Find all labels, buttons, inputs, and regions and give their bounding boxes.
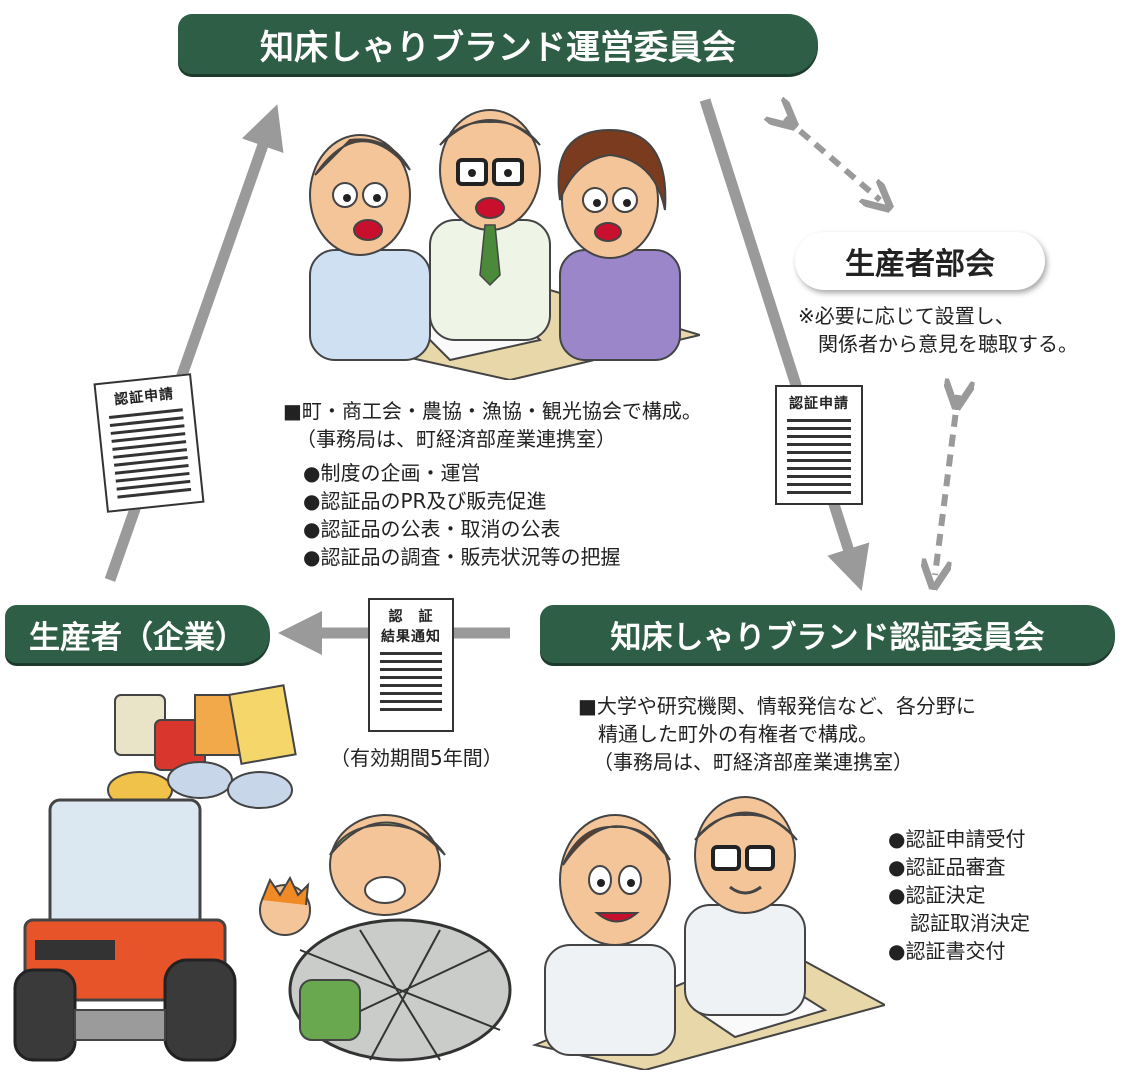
operating-composition-line1: ■町・商工会・農協・漁協・観光協会で構成。: [283, 399, 702, 423]
cert-composition-line2: 精通した町外の有権者で構成。: [598, 722, 878, 746]
operating-duty-3: ●認証品の公表・取消の公表: [303, 517, 561, 541]
validity-period: （有効期間5年間）: [330, 746, 503, 770]
operating-committee-title: 知床しゃりブランド運営委員会: [260, 27, 736, 68]
cert-duty-2: ●認証品審査: [888, 855, 1006, 879]
producers-group-note-line1: ※必要に応じて設置し、: [798, 304, 1015, 328]
arrow-producer-to-operating: [104, 104, 284, 582]
producers-group-title: 生産者部会: [845, 247, 995, 282]
cert-duty-1: ●認証申請受付: [888, 827, 1026, 851]
operating-duty-2: ●認証品のPR及び販売促進: [303, 489, 547, 513]
operating-committee-banner: 知床しゃりブランド運営委員会: [178, 14, 818, 74]
dashed-arrow-operating-producers-group: [785, 118, 880, 200]
result-notice-title-line2: 結果通知: [381, 629, 441, 645]
certification-meeting-illustration: [531, 796, 885, 1070]
cert-duty-3b: 認証取消決定: [910, 911, 1030, 935]
operating-composition-line2: （事務局は、町経済部産業連携室）: [296, 427, 616, 451]
document-text-lines: [380, 652, 442, 711]
producers-group-note-line2: 関係者から意見を聴取する。: [818, 332, 1078, 356]
operating-duty-1: ●制度の企画・運営: [303, 461, 481, 485]
meeting-illustration: [309, 109, 700, 380]
certification-committee-banner: 知床しゃりブランド認証委員会: [540, 605, 1115, 663]
products-illustration: [107, 684, 297, 809]
result-notice-document: 認 証 結果通知: [368, 598, 454, 732]
operating-duty-4: ●認証品の調査・販売状況等の把握: [303, 545, 621, 569]
application-document-right: 認証申請: [775, 385, 863, 505]
producers-group-box: 生産者部会: [795, 232, 1045, 290]
tractor-illustration: [13, 798, 237, 1062]
fisherman-illustration: [259, 814, 512, 1062]
cert-composition-line3: （事務局は、町経済部産業連携室）: [593, 750, 913, 774]
dashed-arrow-producers-group-certification: [935, 395, 958, 575]
producer-banner: 生産者（企業）: [5, 605, 270, 663]
cert-duty-3: ●認証決定: [888, 883, 986, 907]
application-document-left: 認証申請: [93, 373, 205, 513]
document-text-lines: [787, 419, 851, 494]
application-document-left-title: 認証申請: [113, 386, 175, 409]
certification-committee-title: 知床しゃりブランド認証委員会: [610, 619, 1045, 656]
cert-duty-4: ●認証書交付: [888, 939, 1006, 963]
cert-composition-line1: ■大学や研究機関、情報発信など、各分野に: [578, 694, 976, 718]
document-text-lines: [108, 408, 192, 499]
producer-title: 生産者（企業）: [29, 619, 246, 656]
result-notice-title-line1: 認 証: [388, 609, 434, 625]
application-document-right-title: 認証申請: [789, 396, 849, 412]
